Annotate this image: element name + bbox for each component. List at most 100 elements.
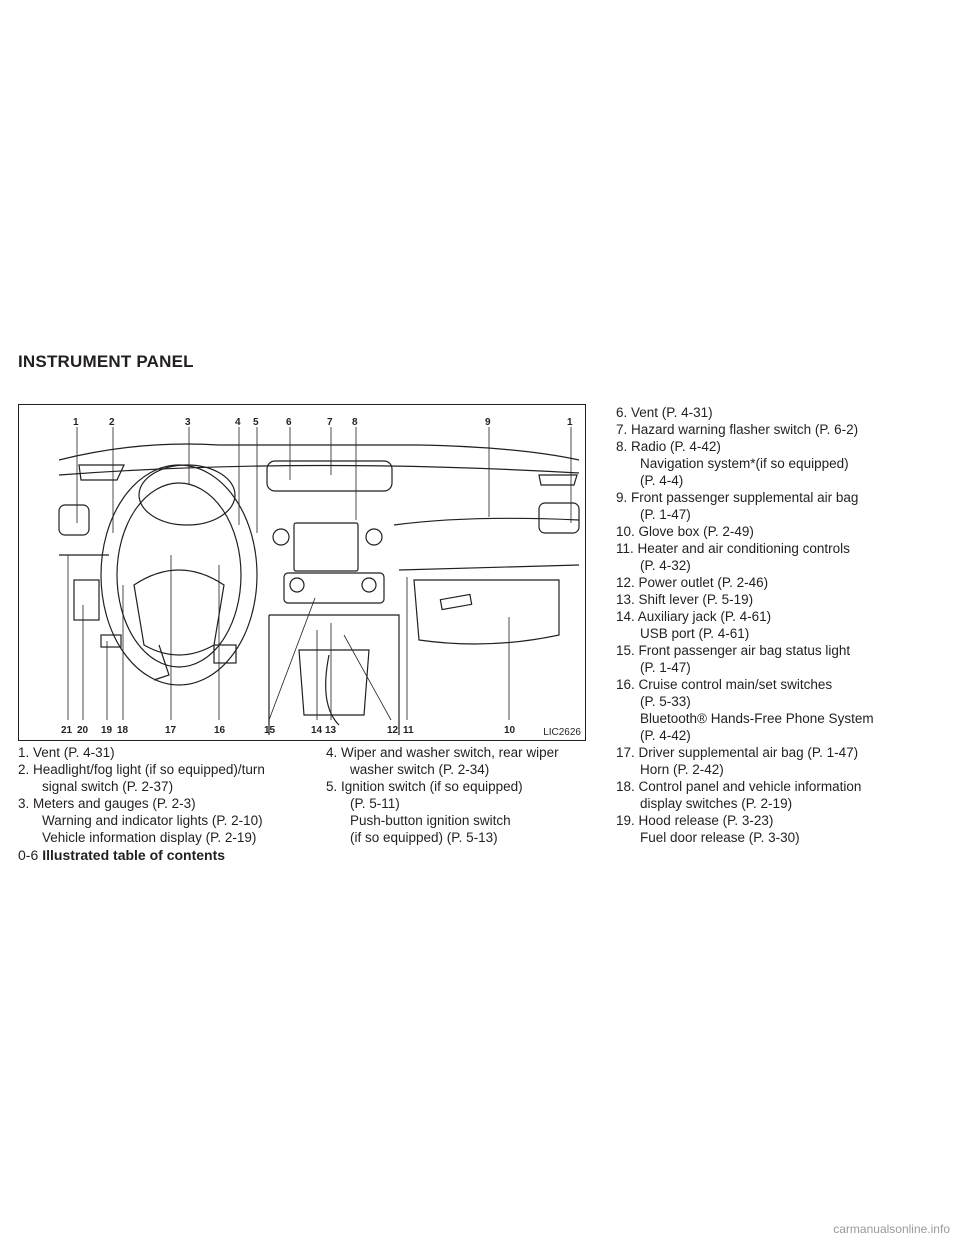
legend-entry-18: 18. Control panel and vehicle informatio… (616, 778, 946, 812)
legend-entry-15: 15. Front passenger air bag status light… (616, 642, 946, 676)
entry-text: (P. 1-47) (640, 507, 691, 522)
entry-text: Vehicle information display (P. 2-19) (42, 830, 257, 845)
legend-entry-7: 7. Hazard warning flasher switch (P. 6-2… (616, 421, 946, 438)
callout-7: 7 (327, 417, 333, 428)
page-number: 0-6 (18, 847, 39, 863)
entry-text: Auxiliary jack (P. 4-61) (637, 609, 772, 624)
entry-text: Front passenger supplemental air bag (631, 490, 859, 505)
entry-number: 12. (616, 575, 635, 590)
entry-number: 16. (616, 677, 635, 692)
entry-text: Headlight/fog light (if so equipped)/tur… (33, 762, 265, 777)
entry-number: 13. (616, 592, 635, 607)
entry-text: Horn (P. 2-42) (640, 762, 724, 777)
entry-text: Hazard warning flasher switch (P. 6-2) (631, 422, 859, 437)
entry-text: Meters and gauges (P. 2-3) (33, 796, 196, 811)
entry-number: 7. (616, 422, 628, 437)
entry-text: (P. 4-4) (640, 473, 684, 488)
legend-entry-17: 17. Driver supplemental air bag (P. 1-47… (616, 744, 946, 778)
entry-number: 9. (616, 490, 628, 505)
legend-entry-6: 6. Vent (P. 4-31) (616, 404, 946, 421)
entry-text: Vent (P. 4-31) (631, 405, 713, 420)
entry-text: Glove box (P. 2-49) (638, 524, 754, 539)
callout-21: 21 (61, 725, 73, 736)
entry-text: display switches (P. 2-19) (640, 796, 793, 811)
entry-text: (P. 1-47) (640, 660, 691, 675)
entry-number: 2. (18, 762, 30, 777)
instrument-panel-figure: 1 2 3 4 5 6 7 8 9 1 21 20 19 18 17 16 15… (18, 404, 586, 741)
watermark: carmanualsonline.info (833, 1222, 950, 1236)
callout-13: 13 (325, 725, 337, 736)
entry-number: 14. (616, 609, 635, 624)
footer-title: Illustrated table of contents (42, 847, 226, 863)
callout-2: 2 (109, 417, 115, 428)
entry-text: Push-button ignition switch (350, 813, 511, 828)
callout-1-top: 1 (73, 417, 79, 428)
legend-entry-16: 16. Cruise control main/set switches (P.… (616, 676, 946, 744)
entry-number: 8. (616, 439, 628, 454)
figure-code: LIC2626 (543, 727, 581, 738)
callout-11: 11 (403, 725, 414, 736)
callout-9: 9 (485, 417, 491, 428)
entry-number: 4. (326, 745, 338, 760)
entry-number: 17. (616, 745, 635, 760)
entry-text: Hood release (P. 3-23) (638, 813, 774, 828)
entry-text: washer switch (P. 2-34) (350, 762, 490, 777)
callout-3: 3 (185, 417, 191, 428)
legend-entry-12: 12. Power outlet (P. 2-46) (616, 574, 946, 591)
entry-number: 1. (18, 745, 30, 760)
callout-8: 8 (352, 417, 358, 428)
legend-entry-14: 14. Auxiliary jack (P. 4-61) USB port (P… (616, 608, 946, 642)
legend-entry-19: 19. Hood release (P. 3-23) Fuel door rel… (616, 812, 946, 846)
entry-number: 6. (616, 405, 628, 420)
entry-text: Driver supplemental air bag (P. 1-47) (638, 745, 859, 760)
entry-number: 15. (616, 643, 635, 658)
legend-entry-2: 2. Headlight/fog light (if so equipped)/… (18, 761, 318, 795)
callout-19: 19 (101, 725, 113, 736)
legend-entry-9: 9. Front passenger supplemental air bag … (616, 489, 946, 523)
entry-number: 19. (616, 813, 635, 828)
entry-text: Navigation system*(if so equipped) (640, 456, 849, 471)
legend-entry-13: 13. Shift lever (P. 5-19) (616, 591, 946, 608)
entry-text: Shift lever (P. 5-19) (638, 592, 754, 607)
entry-number: 10. (616, 524, 635, 539)
entry-number: 5. (326, 779, 338, 794)
entry-text: Front passenger air bag status light (638, 643, 851, 658)
entry-text: Ignition switch (if so equipped) (341, 779, 523, 794)
callout-15: 15 (264, 725, 276, 736)
entry-text: (P. 5-33) (640, 694, 691, 709)
callout-18: 18 (117, 725, 129, 736)
entry-text: Cruise control main/set switches (638, 677, 833, 692)
entry-number: 18. (616, 779, 635, 794)
entry-text: (P. 4-42) (640, 728, 691, 743)
entry-text: USB port (P. 4-61) (640, 626, 750, 641)
entry-text: Vent (P. 4-31) (33, 745, 115, 760)
entry-text: Radio (P. 4-42) (631, 439, 721, 454)
callout-12: 12 (387, 725, 399, 736)
callout-16: 16 (214, 725, 226, 736)
entry-text: Power outlet (P. 2-46) (638, 575, 769, 590)
legend-column-3: 6. Vent (P. 4-31) 7. Hazard warning flas… (616, 404, 946, 846)
callout-20: 20 (77, 725, 89, 736)
entry-number: 11. (616, 541, 634, 556)
callout-17: 17 (165, 725, 177, 736)
entry-text: (P. 5-11) (350, 796, 400, 811)
legend-entry-3: 3. Meters and gauges (P. 2-3) Warning an… (18, 795, 318, 846)
legend-entry-5: 5. Ignition switch (if so equipped) (P. … (326, 778, 616, 846)
entry-text: (P. 4-32) (640, 558, 691, 573)
entry-text: Fuel door release (P. 3-30) (640, 830, 800, 845)
callout-5: 5 (253, 417, 259, 428)
entry-text: (if so equipped) (P. 5-13) (350, 830, 498, 845)
legend-column-1: 1. Vent (P. 4-31) 2. Headlight/fog light… (18, 744, 318, 846)
entry-number: 3. (18, 796, 30, 811)
callout-10: 10 (504, 725, 516, 736)
legend-entry-11: 11. Heater and air conditioning controls… (616, 540, 946, 574)
entry-text: Heater and air conditioning controls (637, 541, 850, 556)
entry-text: Bluetooth® Hands-Free Phone System (640, 711, 874, 726)
entry-text: Control panel and vehicle information (638, 779, 862, 794)
callout-1-right: 1 (567, 417, 573, 428)
callout-4: 4 (235, 417, 241, 428)
entry-text: Wiper and washer switch, rear wiper (341, 745, 559, 760)
entry-text: Warning and indicator lights (P. 2-10) (42, 813, 263, 828)
legend-entry-8: 8. Radio (P. 4-42) Navigation system*(if… (616, 438, 946, 489)
